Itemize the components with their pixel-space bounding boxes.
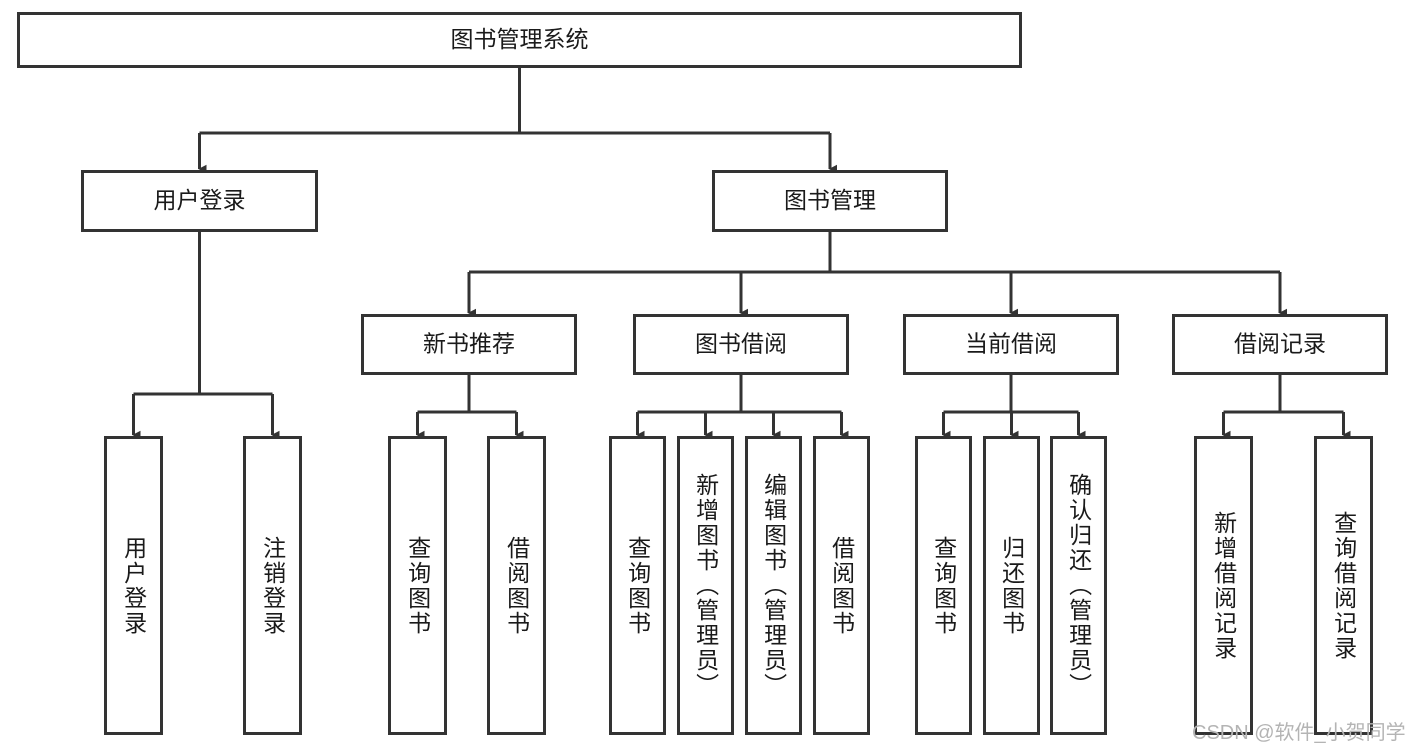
node-label-leaf-query-book-2: 查询图书 <box>624 535 651 636</box>
node-label-leaf-borrow-book-2: 借阅图书 <box>828 535 855 636</box>
node-label-leaf-query-book-3: 查询图书 <box>930 535 957 636</box>
node-label-leaf-add-book: 新增图书（管理员） <box>692 473 719 698</box>
node-box-root[interactable] <box>17 12 1022 68</box>
node-box-leaf-query-book-3[interactable] <box>915 436 972 735</box>
node-label-leaf-borrow-book-1: 借阅图书 <box>503 535 530 636</box>
node-label-leaf-add-record: 新增借阅记录 <box>1210 510 1237 661</box>
node-box-leaf-borrow-book-1[interactable] <box>487 436 546 735</box>
node-label-current-borrow: 当前借阅 <box>965 331 1057 357</box>
node-label-leaf-logout: 注销登录 <box>259 535 286 636</box>
node-label-user-login: 用户登录 <box>154 187 246 213</box>
node-box-borrow-record[interactable] <box>1172 314 1388 375</box>
node-box-leaf-user-login[interactable] <box>104 436 163 735</box>
csdn-watermark: CSDN @软件_小贺同学 <box>1192 722 1405 744</box>
node-box-leaf-query-book-1[interactable] <box>388 436 447 735</box>
node-label-borrow-record: 借阅记录 <box>1234 331 1326 357</box>
node-box-leaf-add-book[interactable] <box>677 436 734 735</box>
node-box-leaf-logout[interactable] <box>243 436 302 735</box>
node-box-new-book-recommend[interactable] <box>361 314 577 375</box>
node-box-leaf-return-book[interactable] <box>983 436 1040 735</box>
node-box-leaf-edit-book[interactable] <box>745 436 802 735</box>
node-box-leaf-query-book-2[interactable] <box>609 436 666 735</box>
node-label-new-book-recommend: 新书推荐 <box>423 331 515 357</box>
node-box-leaf-add-record[interactable] <box>1194 436 1253 735</box>
node-box-user-login[interactable] <box>81 170 318 232</box>
node-box-layer <box>17 12 1388 735</box>
node-label-root: 图书管理系统 <box>451 26 589 52</box>
node-box-current-borrow[interactable] <box>903 314 1119 375</box>
node-box-book-manage[interactable] <box>712 170 948 232</box>
node-box-book-borrow[interactable] <box>633 314 849 375</box>
node-box-leaf-query-record[interactable] <box>1314 436 1373 735</box>
node-label-leaf-query-book-1: 查询图书 <box>404 535 431 636</box>
node-box-leaf-confirm-return[interactable] <box>1050 436 1107 735</box>
node-label-leaf-return-book: 归还图书 <box>998 535 1025 636</box>
node-box-leaf-borrow-book-2[interactable] <box>813 436 870 735</box>
node-label-leaf-query-record: 查询借阅记录 <box>1330 510 1357 661</box>
connector-layer <box>132 68 1351 440</box>
node-label-leaf-edit-book: 编辑图书（管理员） <box>760 473 787 698</box>
node-label-leaf-user-login: 用户登录 <box>120 535 147 636</box>
node-label-book-manage: 图书管理 <box>784 187 876 213</box>
node-label-leaf-confirm-return: 确认归还（管理员） <box>1065 473 1092 698</box>
node-label-book-borrow: 图书借阅 <box>695 331 787 357</box>
